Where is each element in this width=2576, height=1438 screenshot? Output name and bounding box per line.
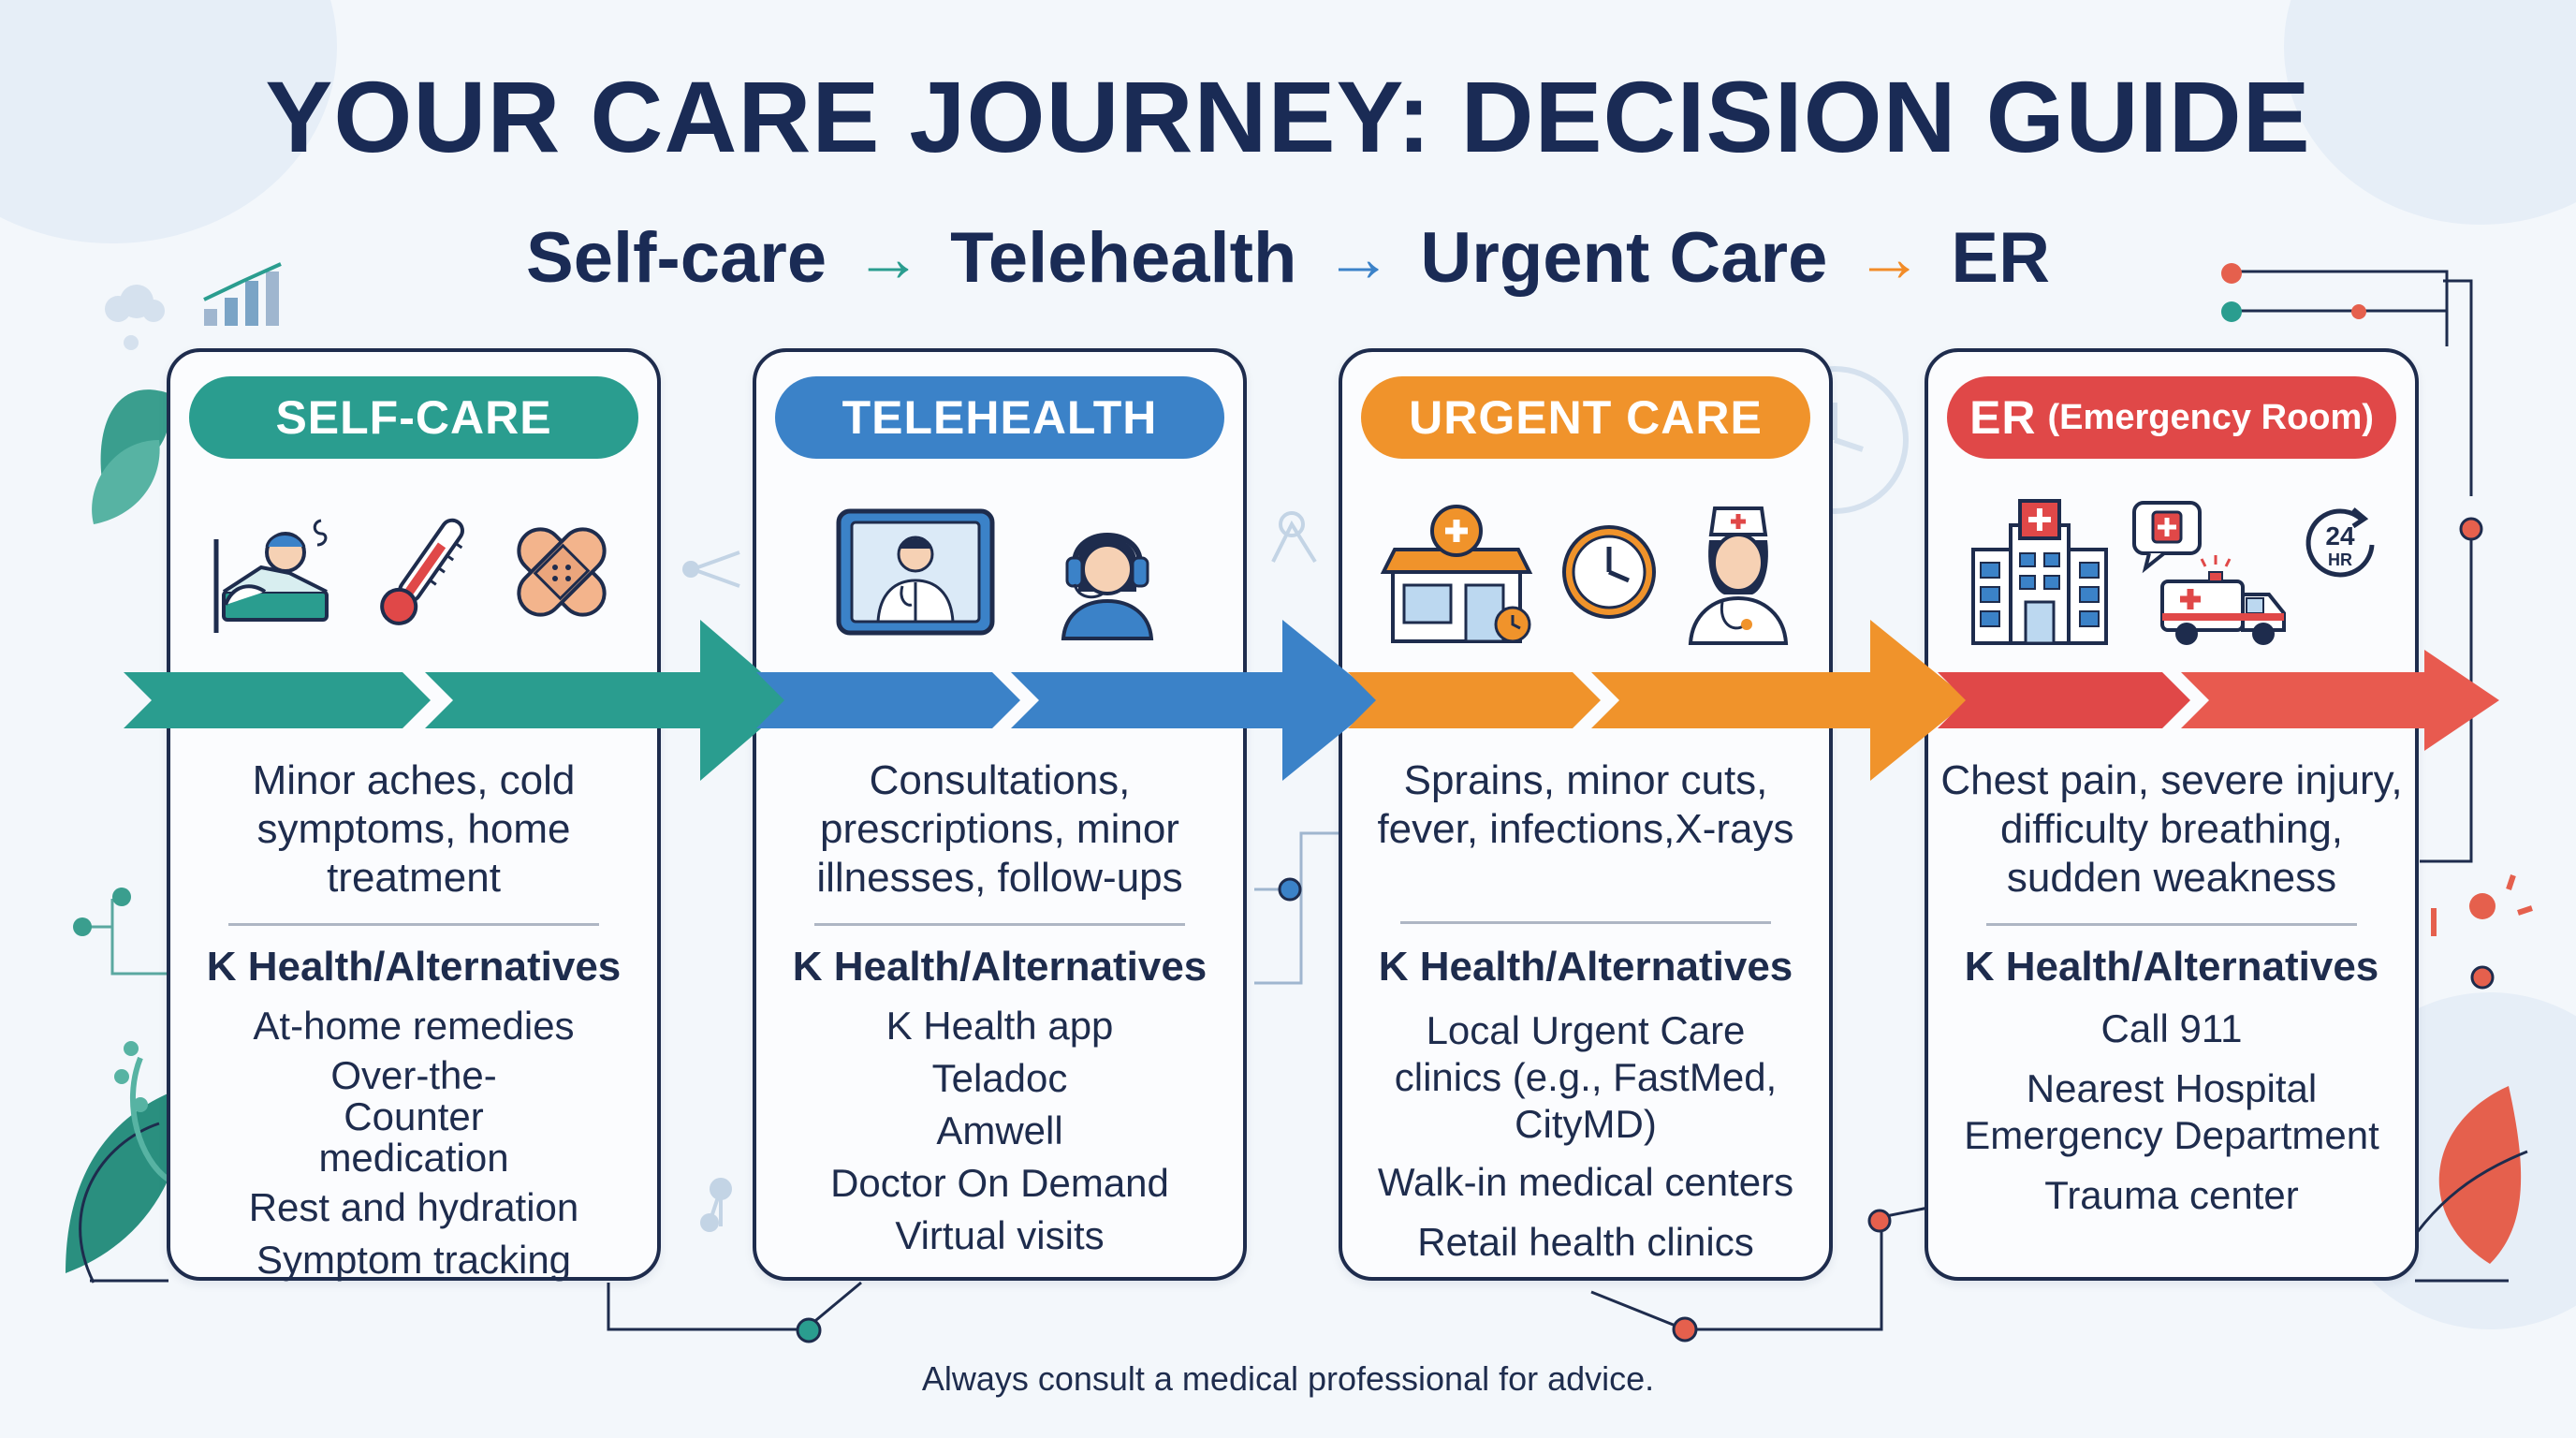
list-item: Rest and hydration xyxy=(248,1185,579,1229)
thermometer-icon xyxy=(380,518,464,625)
headset-agent-icon xyxy=(1061,533,1154,640)
icon-row xyxy=(1342,492,1829,652)
pill-label: TELEHEALTH xyxy=(842,391,1158,444)
alternatives-list: At-home remedies Over-the-Counter medica… xyxy=(180,1003,648,1289)
24-label: 24 xyxy=(2325,521,2355,550)
clock-icon xyxy=(1562,525,1656,619)
arrow-head-orange xyxy=(1591,620,1969,781)
person-in-bed-icon xyxy=(213,519,329,633)
pill-telehealth: TELEHEALTH xyxy=(775,376,1224,459)
arrow-head-blue xyxy=(1011,620,1382,781)
ambulance-icon xyxy=(2132,501,2286,645)
arrow-icon: → xyxy=(1855,220,1924,296)
medical-chat-icon xyxy=(2132,501,2202,574)
page-title: YOUR CARE JOURNEY: DECISION GUIDE xyxy=(265,60,2311,173)
disclaimer: Always consult a medical professional fo… xyxy=(921,1359,1655,1398)
list-item: Nearest Hospital Emergency Department xyxy=(1964,1066,2379,1157)
arrow-segment-red xyxy=(1938,672,2190,728)
list-item: Doctor On Demand xyxy=(830,1161,1169,1205)
alternatives-heading: K Health/Alternatives xyxy=(792,944,1208,990)
list-item: Symptom tracking xyxy=(256,1238,572,1282)
list-item: Amwell xyxy=(936,1108,1063,1152)
arrow-head-teal xyxy=(425,620,794,781)
list-item: Over-the-Counter medication xyxy=(318,1053,509,1180)
arrow-head-red xyxy=(2181,650,2499,751)
card-urgent-care: URGENT CARE Sprains, minor cuts, xyxy=(1339,348,1833,1281)
list-item: Walk-in medical centers xyxy=(1377,1160,1794,1204)
pill-label: SELF-CARE xyxy=(275,391,552,444)
card-self-care: SELF-CARE xyxy=(167,348,661,1282)
divider xyxy=(228,923,599,926)
card-description: Sprains, minor cuts, fever, infections,X… xyxy=(1377,757,1794,852)
card-description: Consultations, prescriptions, minor illn… xyxy=(816,757,1183,901)
arrow-segment-orange xyxy=(1348,672,1601,728)
card-description: Minor aches, cold symptoms, home treatme… xyxy=(252,757,576,901)
list-item: Retail health clinics xyxy=(1417,1220,1754,1264)
alternatives-list: Call 911 Nearest Hospital Emergency Depa… xyxy=(1938,1005,2406,1225)
arrow-icon: → xyxy=(855,220,923,296)
list-item: Trauma center xyxy=(2044,1173,2299,1217)
card-description: Chest pain, severe injury, difficulty br… xyxy=(1940,757,2403,901)
alternatives-heading: K Health/Alternatives xyxy=(1964,944,2379,990)
flow-step-urgent-care: Urgent Care xyxy=(1420,218,1828,298)
arrow-icon: → xyxy=(1325,220,1393,296)
list-item: Teladoc xyxy=(931,1056,1068,1100)
icon-row: 24 HR xyxy=(1928,492,2415,652)
list-item: Local Urgent Care clinics (e.g., FastMed… xyxy=(1394,1008,1778,1146)
arrow-segment-teal xyxy=(124,672,431,728)
clinic-building-icon xyxy=(1380,505,1533,643)
pill-er: ER (Emergency Room) xyxy=(1947,376,2396,459)
card-er: ER (Emergency Room) xyxy=(1925,348,2419,1281)
bandage-icon xyxy=(517,527,607,617)
divider xyxy=(1400,921,1771,924)
alternatives-list: Local Urgent Care clinics (e.g., FastMed… xyxy=(1352,1007,1820,1271)
list-item: Virtual visits xyxy=(895,1213,1105,1257)
alternatives-heading: K Health/Alternatives xyxy=(1378,944,1793,990)
pill-label: ER xyxy=(1969,391,2037,444)
alternatives-heading: K Health/Alternatives xyxy=(206,944,622,990)
arrow-segment-blue xyxy=(756,672,1020,728)
card-telehealth: TELEHEALTH Consultations, prescriptions,… xyxy=(753,348,1247,1281)
pill-self-care: SELF-CARE xyxy=(189,376,638,459)
icon-row xyxy=(170,492,657,652)
care-flow-summary: Self-care → Telehealth → Urgent Care → E… xyxy=(0,217,2576,299)
list-item: At-home remedies xyxy=(253,1004,575,1048)
pill-sub-label: (Emergency Room) xyxy=(2047,397,2374,437)
flow-step-telehealth: Telehealth xyxy=(950,218,1297,298)
nurse-icon xyxy=(1688,506,1789,645)
pill-urgent-care: URGENT CARE xyxy=(1361,376,1810,459)
alternatives-list: K Health app Teladoc Amwell Doctor On De… xyxy=(766,1003,1234,1265)
tablet-doctor-icon xyxy=(836,508,995,636)
icon-row xyxy=(756,492,1243,652)
flow-step-self-care: Self-care xyxy=(526,218,827,298)
flow-step-er: ER xyxy=(1951,218,2050,298)
hr-label: HR xyxy=(2328,550,2352,569)
hospital-icon xyxy=(1971,499,2108,645)
divider xyxy=(814,923,1185,926)
list-item: K Health app xyxy=(886,1004,1114,1048)
divider xyxy=(1986,923,2357,926)
pill-label: URGENT CARE xyxy=(1409,391,1763,444)
24hr-icon: 24 HR xyxy=(2305,507,2375,578)
list-item: Call 911 xyxy=(2100,1006,2243,1050)
